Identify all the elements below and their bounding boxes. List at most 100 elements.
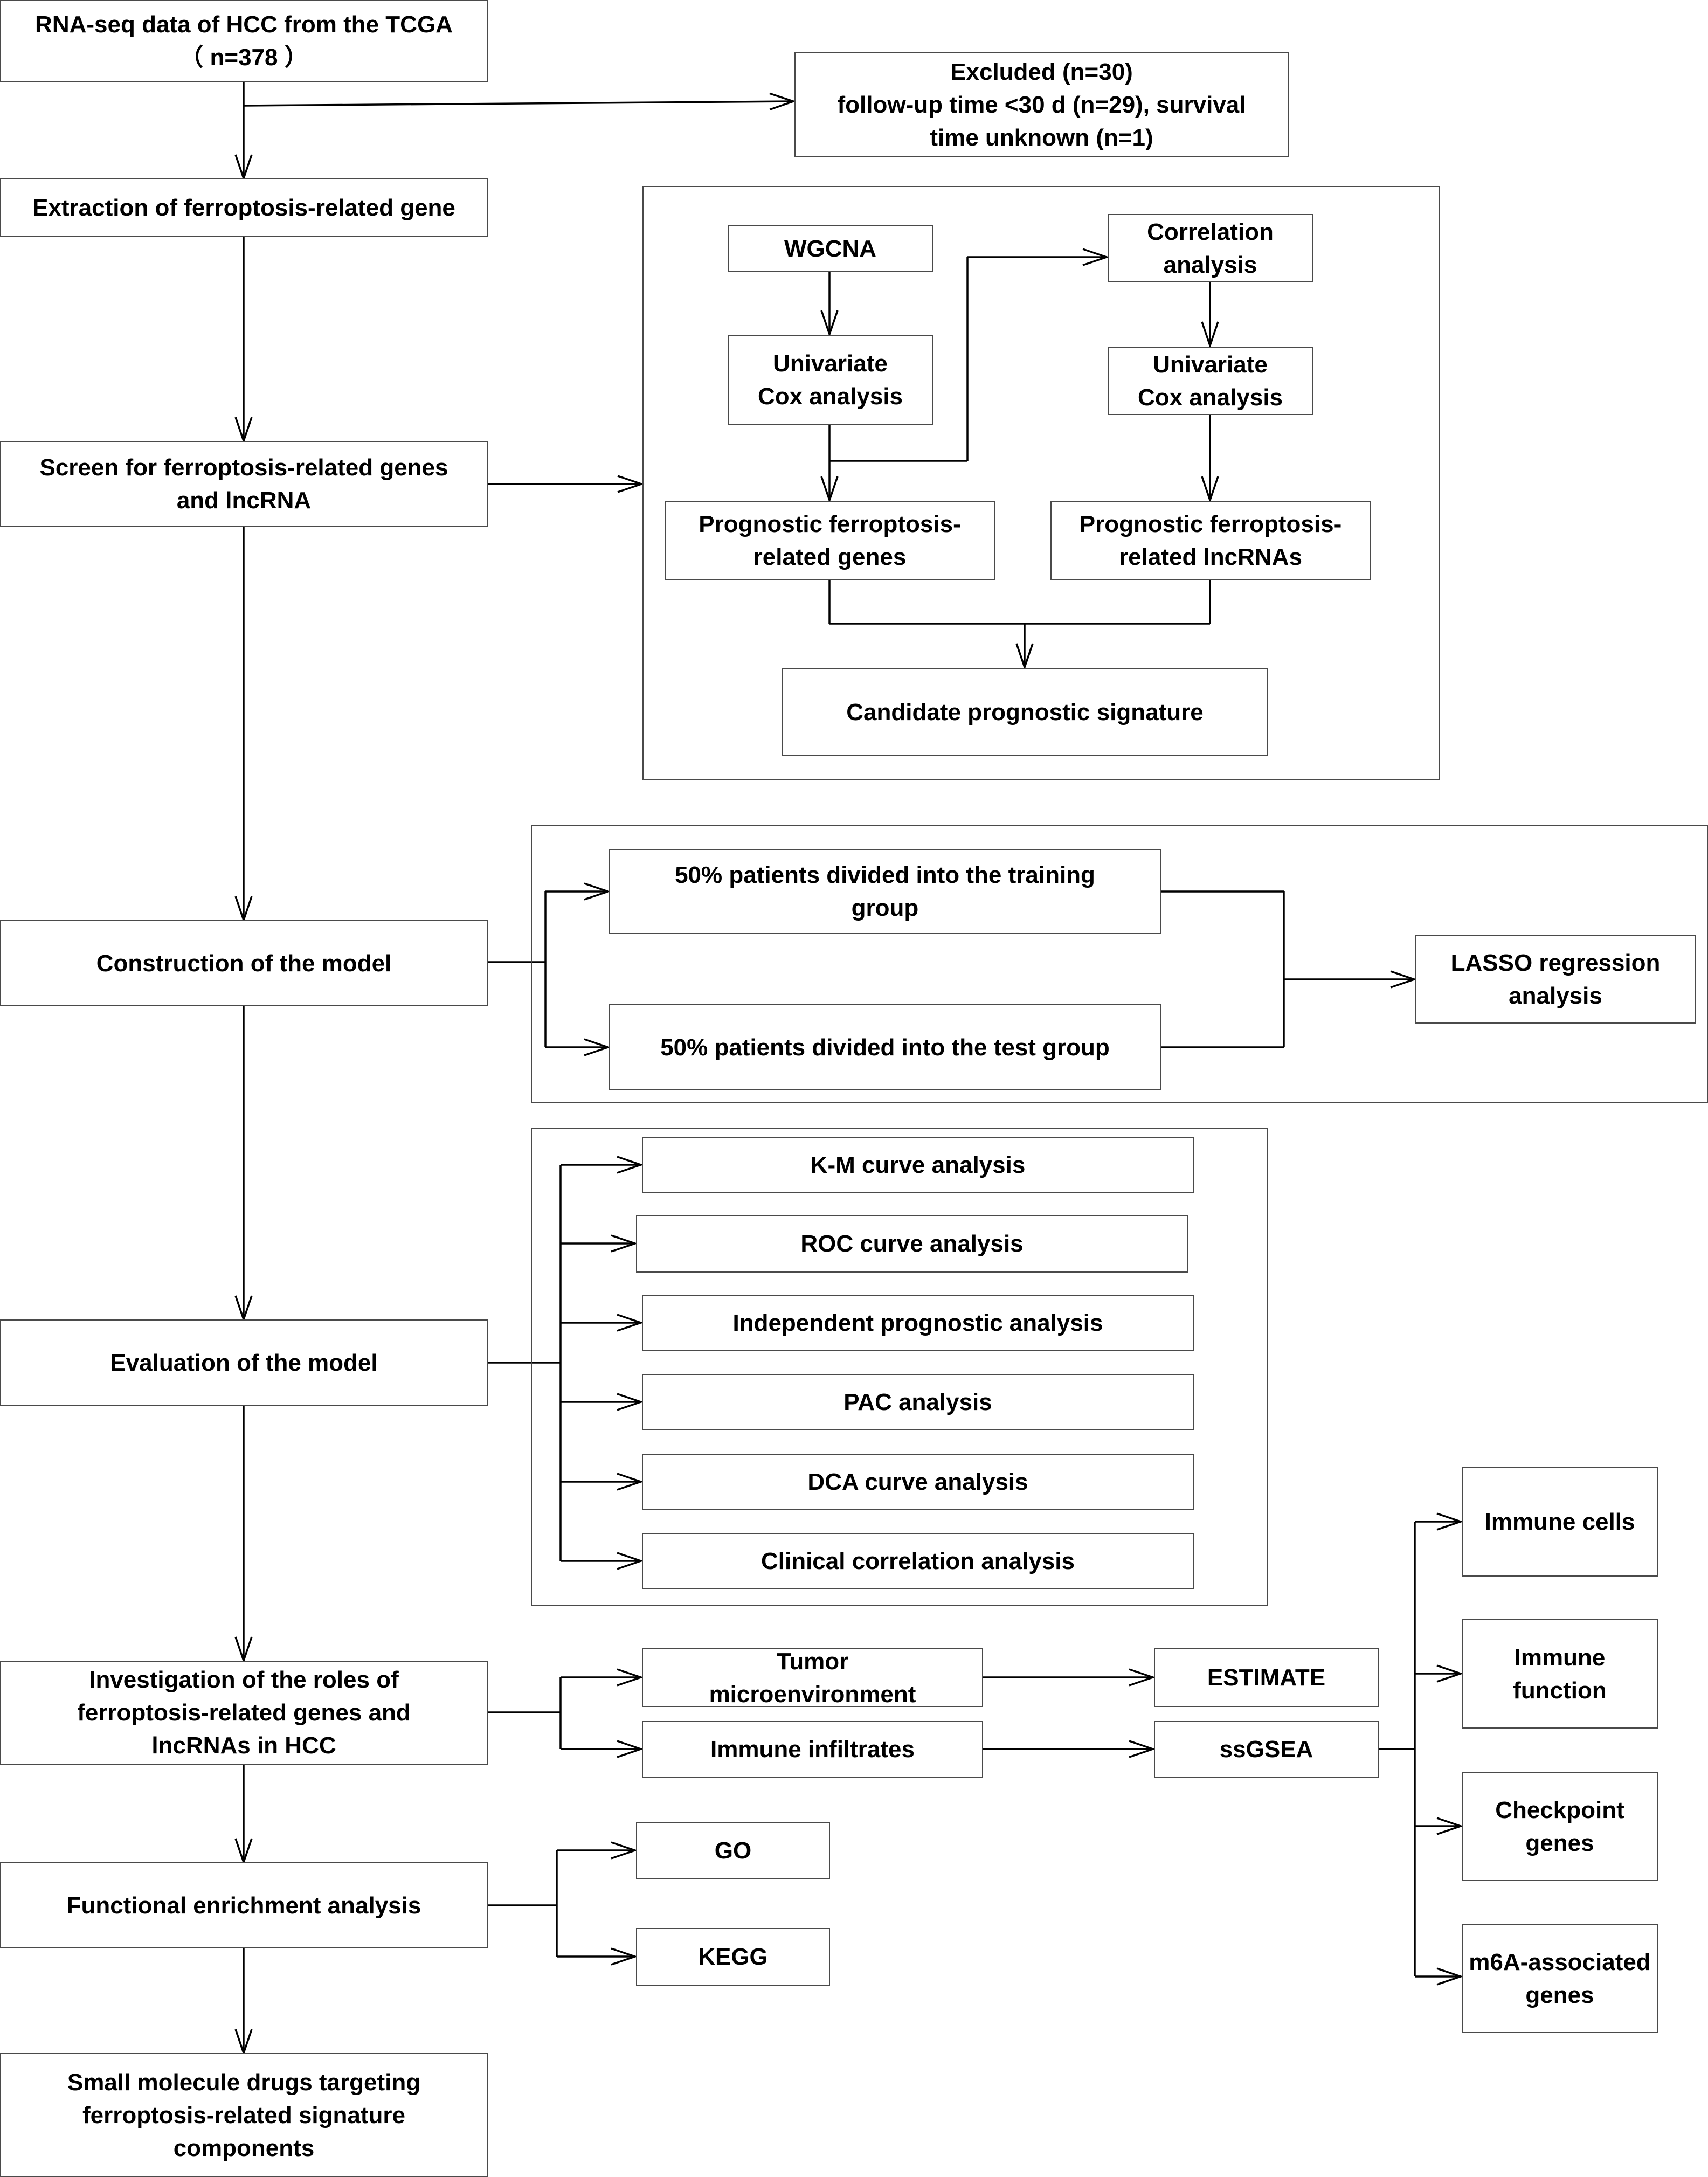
immune-cells-label: Immune cells [1484,1509,1635,1535]
candidate-signature-box: Candidate prognostic signature [782,668,1268,756]
roc-curve-label: ROC curve analysis [800,1231,1024,1257]
to-go-arrow-arrowhead [611,1841,638,1860]
extraction-label: Extraction of ferroptosis-related gene [32,195,455,221]
estimate-label: ESTIMATE [1207,1664,1326,1691]
kegg-box: KEGG [636,1928,830,1986]
wgcna-label: WGCNA [784,236,877,262]
independent-prognostic-box: Independent prognostic analysis [642,1295,1194,1351]
model-evaluation-group-frame [531,1128,1268,1606]
to-immune-cells-arrow-arrowhead [1436,1512,1464,1531]
extraction-box: Extraction of ferroptosis-related gene [0,178,488,237]
to-test-arrow-arrowhead [584,1038,611,1056]
ssgsea-box: ssGSEA [1154,1721,1379,1778]
construction-box: Construction of the model [0,920,488,1006]
candidate-signature-label: Candidate prognostic signature [846,699,1204,725]
infiltrates-to-ssgsea-arrow-arrowhead [1129,1740,1156,1758]
go-box: GO [636,1822,830,1879]
clinical-correlation-box: Clinical correlation analysis [642,1533,1194,1589]
clinical-correlation-label: Clinical correlation analysis [760,1548,1075,1574]
prognostic-genes-label: Prognostic ferroptosis-related genes [699,511,961,570]
functional-enrichment-label: Functional enrichment analysis [66,1892,421,1919]
km-curve-box: K-M curve analysis [642,1137,1194,1193]
test-group-label: 50% patients divided into the test group [660,1034,1110,1061]
pac-analysis-box: PAC analysis [642,1374,1194,1430]
correlation-to-univariate-arrow-arrowhead [1201,321,1219,349]
to-checkpoint-arrow-arrowhead [1436,1817,1464,1835]
to-lasso-arrow-arrowhead [1390,970,1417,989]
excluded-label: Excluded (n=30)follow-up time <30 d (n=2… [837,59,1246,151]
test-group-box: 50% patients divided into the test group [609,1004,1161,1090]
to-training-arrow-arrowhead [584,882,611,901]
independent-prognostic-label: Independent prognostic analysis [732,1310,1103,1336]
immune-infiltrates-label: Immune infiltrates [710,1736,915,1763]
dca-curve-label: DCA curve analysis [807,1469,1028,1495]
ssgsea-label: ssGSEA [1219,1736,1313,1763]
to-excluded-arrow-arrowhead [769,92,797,110]
go-label: GO [714,1837,752,1864]
roc-curve-box: ROC curve analysis [636,1215,1188,1273]
to-m6a-arrow-arrowhead [1436,1967,1464,1986]
rnaseq-data-label: RNA-seq data of HCC from the TCGA（ n=378… [35,11,453,71]
univariate-to-lncrnas-arrow-arrowhead [1201,476,1219,503]
to-clinical-arrow-arrowhead [617,1552,644,1570]
to-independent-arrow-arrowhead [617,1314,644,1332]
screening-group-frame [642,186,1440,780]
univariate-to-genes-arrow-arrowhead [820,476,839,503]
wgcna-to-univariate-arrow-arrowhead [820,310,839,337]
prognostic-lncrnas-box: Prognostic ferroptosis-related lncRNAs [1050,501,1371,580]
prognostic-lncrnas-label: Prognostic ferroptosis-related lncRNAs [1079,511,1342,570]
to-pac-arrow-arrowhead [617,1393,644,1411]
merge-to-candidate-arrow-arrowhead [1015,643,1034,671]
to-immune-infiltrates-arrow-arrowhead [617,1740,644,1758]
wgcna-box: WGCNA [728,225,933,272]
excluded-box: Excluded (n=30)follow-up time <30 d (n=2… [794,52,1289,157]
evaluation-label: Evaluation of the model [110,1349,378,1376]
screen-to-group-arrow-arrowhead [617,475,645,493]
rnaseq-data-box: RNA-seq data of HCC from the TCGA（ n=378… [0,0,488,82]
km-curve-label: K-M curve analysis [810,1152,1026,1178]
dca-curve-box: DCA curve analysis [642,1454,1194,1510]
model-construction-group-frame [531,825,1708,1103]
to-dca-arrow-arrowhead [617,1473,644,1491]
prognostic-genes-box: Prognostic ferroptosis-related genes [665,501,995,580]
immune-cells-box: Immune cells [1462,1467,1658,1577]
to-roc-arrow-arrowhead [611,1234,638,1253]
evaluation-box: Evaluation of the model [0,1319,488,1406]
to-tumor-arrow-arrowhead [617,1668,644,1687]
to-kegg-arrow-arrowhead [611,1947,638,1966]
kegg-label: KEGG [698,1944,768,1970]
tumor-to-estimate-arrow-arrowhead [1129,1668,1156,1687]
to-immune-function-arrow-arrowhead [1436,1664,1464,1683]
univariate-to-correlation-arrow-arrowhead [1082,248,1110,266]
immune-infiltrates-box: Immune infiltrates [642,1721,983,1778]
functional-enrichment-box: Functional enrichment analysis [0,1862,488,1948]
pac-analysis-label: PAC analysis [843,1389,992,1415]
estimate-box: ESTIMATE [1154,1648,1379,1707]
to-excluded-arrow-segment [243,100,794,107]
